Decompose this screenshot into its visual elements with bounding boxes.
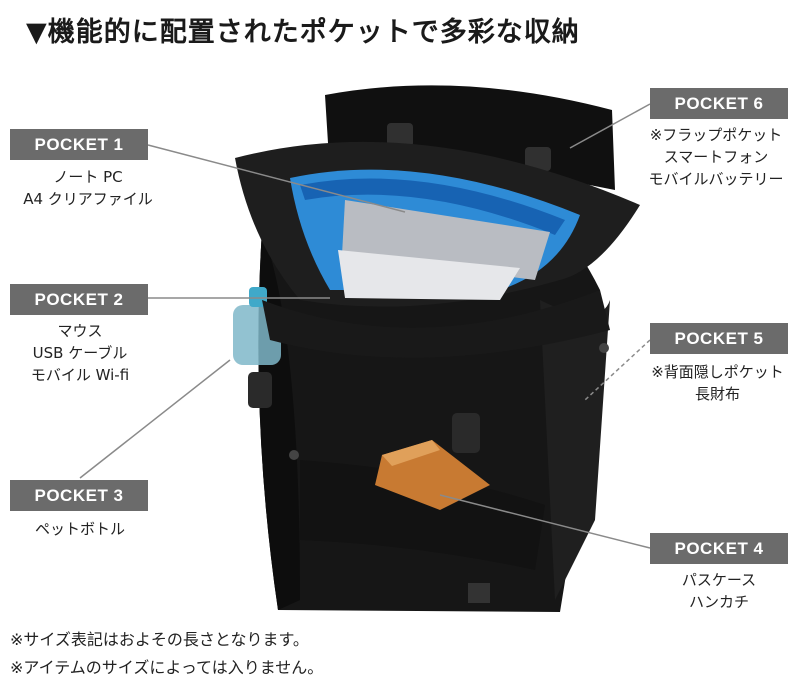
pocket-5-description: ※背面隠しポケット 長財布 [640, 361, 795, 405]
pocket-6-line: ※フラップポケット [649, 126, 783, 144]
page-heading: ▼機能的に配置されたポケットで多彩な収納 [26, 17, 580, 48]
pocket-4-leader [439, 494, 651, 549]
pocket-2-line: マウス [57, 322, 103, 340]
pocket-4-description: パスケース ハンカチ [650, 569, 788, 613]
fit-note: ※アイテムのサイズによっては入りません。 [10, 658, 324, 677]
pocket-2-line: モバイル Wi-fi [30, 366, 130, 384]
pocket-5-tag: POCKET 5 [650, 323, 788, 354]
pocket-6-leader [569, 103, 651, 149]
pocket-1-line: ノート PC [53, 168, 123, 186]
pocket-1-leader [147, 144, 406, 213]
size-note: ※サイズ表記はおよその長さとなります。 [10, 630, 309, 649]
pocket-4-tag: POCKET 4 [650, 533, 788, 564]
pocket-5-leader [584, 339, 651, 401]
pocket-6-tag: POCKET 6 [650, 88, 788, 119]
pocket-6-line: スマートフォン [663, 148, 769, 166]
pocket-1-tag: POCKET 1 [10, 129, 148, 160]
pocket-6-line: モバイルバッテリー [648, 170, 784, 188]
pocket-2-line: USB ケーブル [32, 344, 128, 362]
pocket-3-leader [79, 359, 231, 479]
pocket-1-description: ノート PC A4 クリアファイル [10, 166, 166, 210]
pocket-4-line: ハンカチ [688, 593, 749, 611]
pocket-1-line: A4 クリアファイル [23, 190, 153, 208]
pocket-3-tag: POCKET 3 [10, 480, 148, 511]
pocket-3-line: ペットボトル [34, 520, 125, 538]
pocket-4-line: パスケース [681, 571, 757, 589]
pocket-5-line: ※背面隠しポケット [651, 363, 784, 381]
pocket-5-line: 長財布 [694, 385, 740, 403]
pocket-6-description: ※フラップポケット スマートフォン モバイルバッテリー [636, 124, 796, 190]
pocket-2-tag: POCKET 2 [10, 284, 148, 315]
pocket-3-description: ペットボトル [10, 518, 150, 540]
pocket-2-description: マウス USB ケーブル モバイル Wi-fi [10, 320, 150, 386]
